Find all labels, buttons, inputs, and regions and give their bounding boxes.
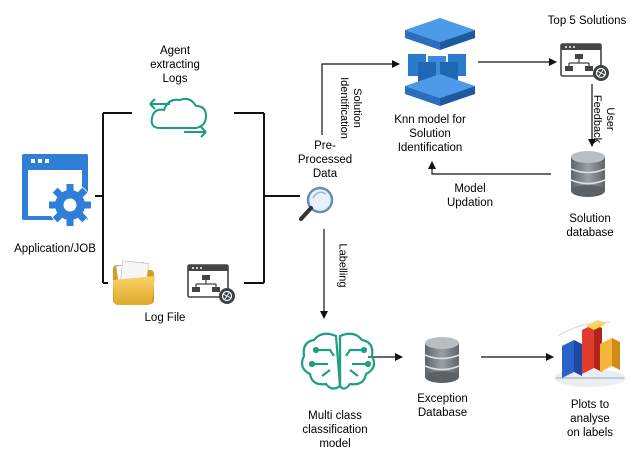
edge-labelling-label: Labelling xyxy=(336,243,349,288)
multiclass-label-line2: classification xyxy=(302,424,368,436)
exception-db-label: Exception Database xyxy=(405,392,480,420)
edge-user-feedback-line1: User xyxy=(604,107,616,131)
plots-label-line2: analyse xyxy=(570,413,610,425)
edge-model-updation-line2: Updation xyxy=(446,197,494,209)
edge-user-feedback-line2: Feedback xyxy=(591,94,603,144)
application-window-gear-icon xyxy=(22,154,92,227)
plots-label: Plots to analyse on labels xyxy=(550,398,630,440)
agent-label-line3: Logs xyxy=(162,73,188,85)
application-label: Application/JOB xyxy=(14,243,96,255)
plots-label-line1: Plots to xyxy=(570,399,610,411)
multiclass-label-line3: model xyxy=(319,438,351,450)
knn-label-line2: Solution xyxy=(409,128,451,140)
preprocessed-label: Pre- Processed Data xyxy=(290,139,360,181)
bar-chart-icon xyxy=(554,320,626,387)
solution-db-label: Solution database xyxy=(555,212,625,240)
preprocessed-label-line2: Processed xyxy=(297,154,353,166)
folder-icon xyxy=(113,260,155,305)
top5-label: Top 5 Solutions xyxy=(547,15,627,27)
sagemaker-model-icon xyxy=(405,18,475,106)
exception-db-label-line1: Exception xyxy=(417,393,468,405)
knn-label-line1: Knn model for xyxy=(394,114,466,126)
workflow-window-icon xyxy=(560,43,609,81)
database-icon xyxy=(424,337,460,383)
brain-circuit-icon xyxy=(300,332,376,390)
arrow-solution-identification xyxy=(321,60,400,135)
log-file-label: Log File xyxy=(144,312,186,324)
connectors xyxy=(95,112,300,284)
database-icon xyxy=(570,151,606,197)
edge-model-updation-line1: Model xyxy=(454,183,486,195)
magnifier-icon xyxy=(299,186,334,221)
solution-db-label-line2: database xyxy=(566,227,614,239)
preprocessed-label-line3: Data xyxy=(312,168,338,180)
knn-label-line3: Identification xyxy=(397,142,463,154)
arrow-model-updation xyxy=(428,161,551,175)
agent-label-line2: extracting xyxy=(150,59,200,71)
arrows xyxy=(320,58,596,361)
agent-label: Agent extracting Logs xyxy=(145,44,205,86)
solution-db-label-line1: Solution xyxy=(569,213,611,225)
workflow-window-icon xyxy=(187,264,235,304)
knn-label: Knn model for Solution Identification xyxy=(380,113,480,155)
edge-solution-identification-line1: Solution xyxy=(351,88,363,128)
edge-solution-identification-label: Solution Identification xyxy=(337,68,363,148)
agent-label-line1: Agent xyxy=(159,45,191,57)
multiclass-label: Multi class classification model xyxy=(290,409,380,451)
multiclass-label-line1: Multi class xyxy=(308,410,362,422)
edge-model-updation-label: Model Updation xyxy=(440,182,500,210)
preprocessed-label-line1: Pre- xyxy=(314,140,336,152)
cloud-sync-icon xyxy=(149,97,208,138)
plots-label-line3: on labels xyxy=(566,427,614,439)
edge-user-feedback-label: User Feedback xyxy=(590,89,616,149)
edge-solution-identification-line2: Identification xyxy=(338,77,350,139)
exception-db-label-line2: Database xyxy=(417,407,468,419)
